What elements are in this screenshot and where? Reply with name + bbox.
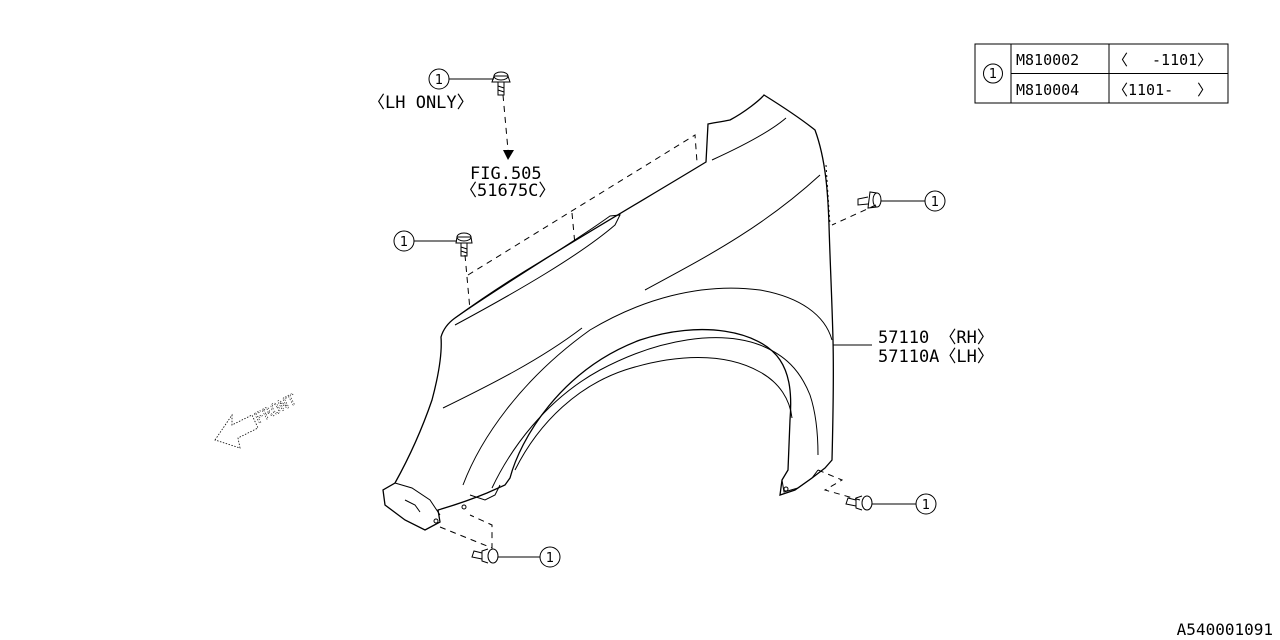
bolt-upper-left <box>455 232 473 257</box>
fender-part-rh: 57110 〈RH〉 <box>878 328 994 348</box>
dashed-guides <box>439 94 877 549</box>
svg-text:1: 1 <box>546 551 554 566</box>
table-ref-circle <box>983 63 1003 84</box>
front-fender <box>382 94 835 531</box>
front-direction: FRONT <box>214 390 300 449</box>
bolt-right <box>857 191 882 209</box>
bolt-top <box>491 71 511 96</box>
callout-lower-front: 1 <box>498 546 561 568</box>
table-range-2: 〈1101- 〉 <box>1113 81 1212 99</box>
figure-id: A540001091 <box>1177 620 1273 639</box>
fender-part-lh: 57110A〈LH〉 <box>878 347 994 367</box>
callout-upper-left: 1 <box>393 230 457 252</box>
table-part-number-1: M810002 <box>1016 51 1079 69</box>
lh-only-note: 〈LH ONLY〉 <box>368 93 474 113</box>
front-label: FRONT <box>251 390 299 427</box>
fig-reference-code: 〈51675C〉 <box>460 181 555 201</box>
arrow-down-icon <box>503 150 514 160</box>
svg-text:1: 1 <box>400 235 408 250</box>
svg-text:1: 1 <box>435 73 443 88</box>
bolt-lower-front <box>471 548 499 564</box>
front-arrow-icon <box>214 413 259 449</box>
callout-top: 1 <box>428 68 494 90</box>
table-range-1: 〈 -1101〉 <box>1113 51 1212 69</box>
bolt-lower-right <box>845 495 873 511</box>
table-part-number-2: M810004 <box>1016 81 1079 99</box>
svg-text:1: 1 <box>922 498 930 513</box>
svg-text:1: 1 <box>931 195 939 210</box>
table-ref-number: 1 <box>989 67 997 82</box>
callout-lower-right: 1 <box>872 493 937 515</box>
callout-right: 1 <box>881 190 946 212</box>
fig-reference-number: FIG.505 <box>470 164 542 184</box>
parts-table: 1 M810002 〈 -1101〉 M810004 〈1101- 〉 <box>974 43 1229 104</box>
